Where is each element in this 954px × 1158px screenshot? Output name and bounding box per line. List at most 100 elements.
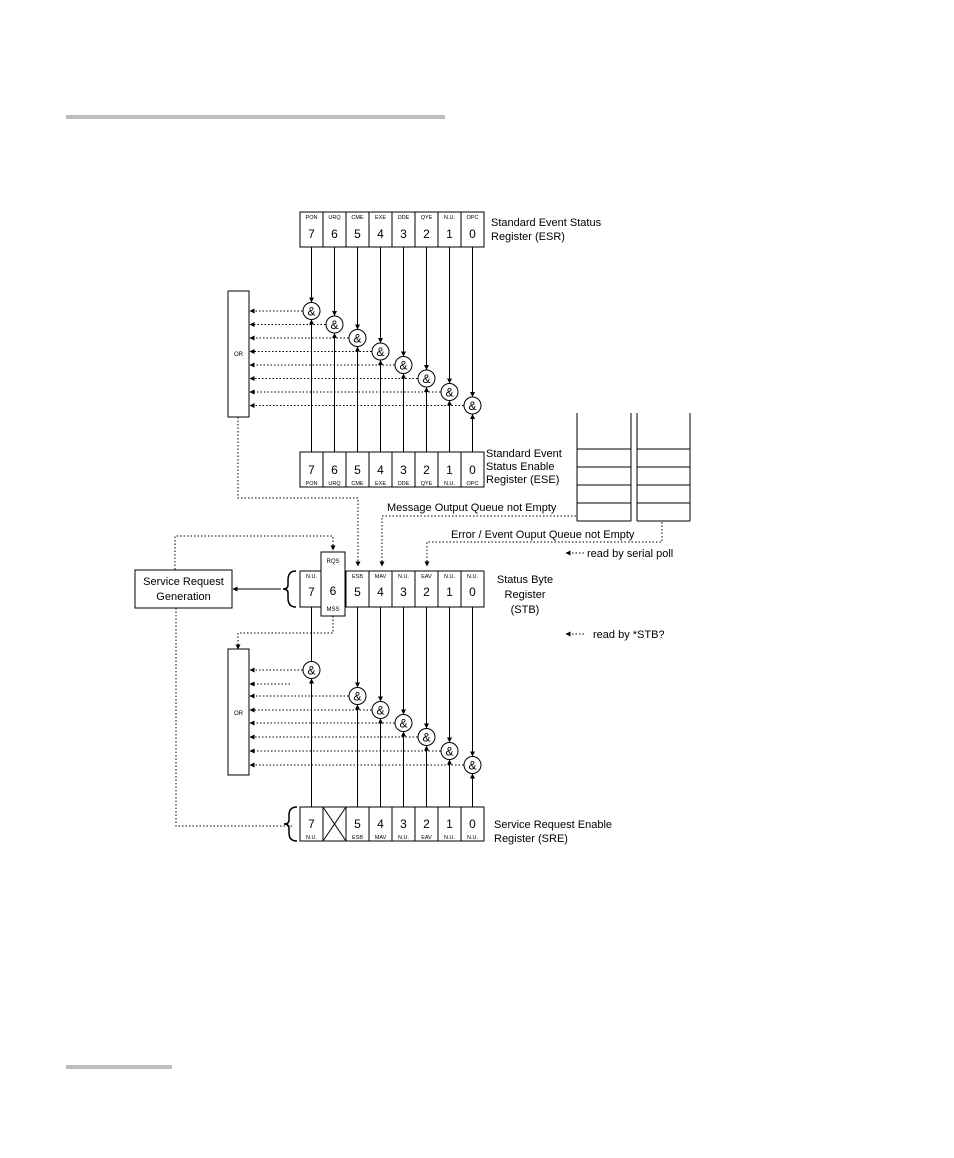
ese-bit-number: 1 bbox=[446, 463, 453, 477]
and-gate-symbol: & bbox=[445, 386, 453, 400]
rqs-label: RQS bbox=[326, 559, 339, 565]
ese-caption: Status Enable bbox=[486, 461, 555, 473]
mss-output-line bbox=[235, 616, 334, 650]
or-gate-label: OR bbox=[234, 711, 244, 717]
and-gate bbox=[348, 329, 367, 347]
sre-bit-name: N.U. bbox=[398, 835, 409, 841]
and-gate-symbol: & bbox=[445, 745, 453, 759]
ese-bit-name: N.U. bbox=[444, 481, 455, 487]
service-request-label: Service Request bbox=[143, 576, 224, 588]
sre-caption: Service Request Enable bbox=[494, 819, 612, 831]
or-gate-lower bbox=[227, 648, 250, 776]
stb-bit-number: 1 bbox=[446, 585, 453, 599]
mss-label: MSS bbox=[326, 607, 339, 613]
ese-bit-number: 5 bbox=[354, 463, 361, 477]
sre-bit-number: 2 bbox=[423, 817, 430, 831]
error-queue-label: Error / Event Ouput Queue not Empty bbox=[451, 529, 635, 541]
stb-bit-name: N.U. bbox=[467, 574, 478, 580]
ese-caption: Register (ESE) bbox=[486, 474, 559, 486]
and-gate-symbol: & bbox=[307, 664, 315, 678]
sre-bit-name: N.U. bbox=[444, 835, 455, 841]
stb-caption: Status Byte bbox=[497, 574, 553, 586]
ese-bit-number: 6 bbox=[331, 463, 338, 477]
ese-bit-number: 7 bbox=[308, 463, 315, 477]
ese-bit-name: DDE bbox=[398, 481, 410, 487]
and-gate-symbol: & bbox=[399, 717, 407, 731]
and-gate-symbol: & bbox=[468, 399, 476, 413]
ese-bit-number: 0 bbox=[469, 463, 476, 477]
and-gate-symbol: & bbox=[422, 372, 430, 386]
ese-bit-name: CME bbox=[351, 481, 364, 487]
message-queue-label: Message Output Queue not Empty bbox=[387, 502, 557, 514]
stb-bit-name: ESB bbox=[352, 574, 363, 580]
stb-bit-number: 0 bbox=[469, 585, 476, 599]
stb-bit-name: N.U. bbox=[306, 574, 317, 580]
sre-bit-number: 0 bbox=[469, 817, 476, 831]
sre-bit-name: MAV bbox=[375, 835, 387, 841]
esr-bit-name: EXE bbox=[375, 215, 386, 221]
rqs-mss-box bbox=[320, 551, 346, 617]
rqs-feedback-line bbox=[174, 535, 336, 590]
esr-bit-name: CME bbox=[351, 215, 364, 221]
sre-bit-name: N.U. bbox=[467, 835, 478, 841]
and-gate bbox=[302, 661, 321, 679]
and-gate bbox=[394, 714, 413, 732]
and-gate bbox=[440, 383, 459, 401]
stb-bit-number: 7 bbox=[308, 585, 315, 599]
stb-bit6-number: 6 bbox=[330, 584, 337, 598]
stb-bit-number: 2 bbox=[423, 585, 430, 599]
ese-bit-name: PON bbox=[306, 481, 318, 487]
stb-bit-name: N.U. bbox=[398, 574, 409, 580]
and-gate bbox=[371, 701, 390, 719]
esr-bit-name: N.U. bbox=[444, 215, 455, 221]
stb-bit-name: MAV bbox=[375, 574, 387, 580]
header-rule bbox=[66, 115, 445, 119]
footer-rule bbox=[66, 1065, 172, 1069]
stb-bit-name: EAV bbox=[421, 574, 432, 580]
esr-bit-number: 4 bbox=[377, 227, 384, 241]
stb-caption: (STB) bbox=[511, 604, 540, 616]
esr-bit-number: 5 bbox=[354, 227, 361, 241]
and-gate-symbol: & bbox=[468, 759, 476, 773]
esr-caption: Register (ESR) bbox=[491, 231, 565, 243]
sre-bit-name: EAV bbox=[421, 835, 432, 841]
ese-bit-name: EXE bbox=[375, 481, 386, 487]
and-gate bbox=[417, 728, 436, 746]
sre-unused-cross bbox=[322, 806, 347, 842]
sre-bit-number: 7 bbox=[308, 817, 315, 831]
sre-bit-number: 5 bbox=[354, 817, 361, 831]
error-queue-line bbox=[424, 522, 663, 567]
ese-bit-number: 2 bbox=[423, 463, 430, 477]
stb-bit-number: 5 bbox=[354, 585, 361, 599]
and-gate-symbol: & bbox=[353, 332, 361, 346]
esb-summary-line bbox=[237, 417, 361, 567]
and-gate bbox=[325, 315, 344, 334]
sre-bit-number: 4 bbox=[377, 817, 384, 831]
and-gate-symbol: & bbox=[307, 305, 315, 319]
and-gate bbox=[417, 369, 436, 388]
service-request-generation-box bbox=[134, 569, 233, 609]
esr-bit-number: 1 bbox=[446, 227, 453, 241]
sre-brace bbox=[283, 806, 298, 842]
ese-caption: Standard Event bbox=[486, 448, 562, 460]
esr-bit-number: 6 bbox=[331, 227, 338, 241]
and-gate bbox=[394, 356, 413, 374]
sre-caption: Register (SRE) bbox=[494, 833, 568, 845]
and-gate-symbol: & bbox=[422, 731, 430, 745]
esr-caption: Standard Event Status bbox=[491, 217, 602, 229]
sre-to-srg-line bbox=[175, 608, 292, 827]
ese-bit-number: 4 bbox=[377, 463, 384, 477]
sre-bit-name: ESB bbox=[352, 835, 363, 841]
esr-bit-name: DDE bbox=[398, 215, 410, 221]
stb-brace bbox=[282, 570, 297, 608]
sre-bit-number: 3 bbox=[400, 817, 407, 831]
or-gate-label: OR bbox=[234, 352, 244, 358]
esr-bit-name: OPC bbox=[467, 215, 479, 221]
and-gate-symbol: & bbox=[376, 345, 384, 359]
and-gate bbox=[463, 396, 482, 415]
esr-bit-name: PON bbox=[306, 215, 318, 221]
